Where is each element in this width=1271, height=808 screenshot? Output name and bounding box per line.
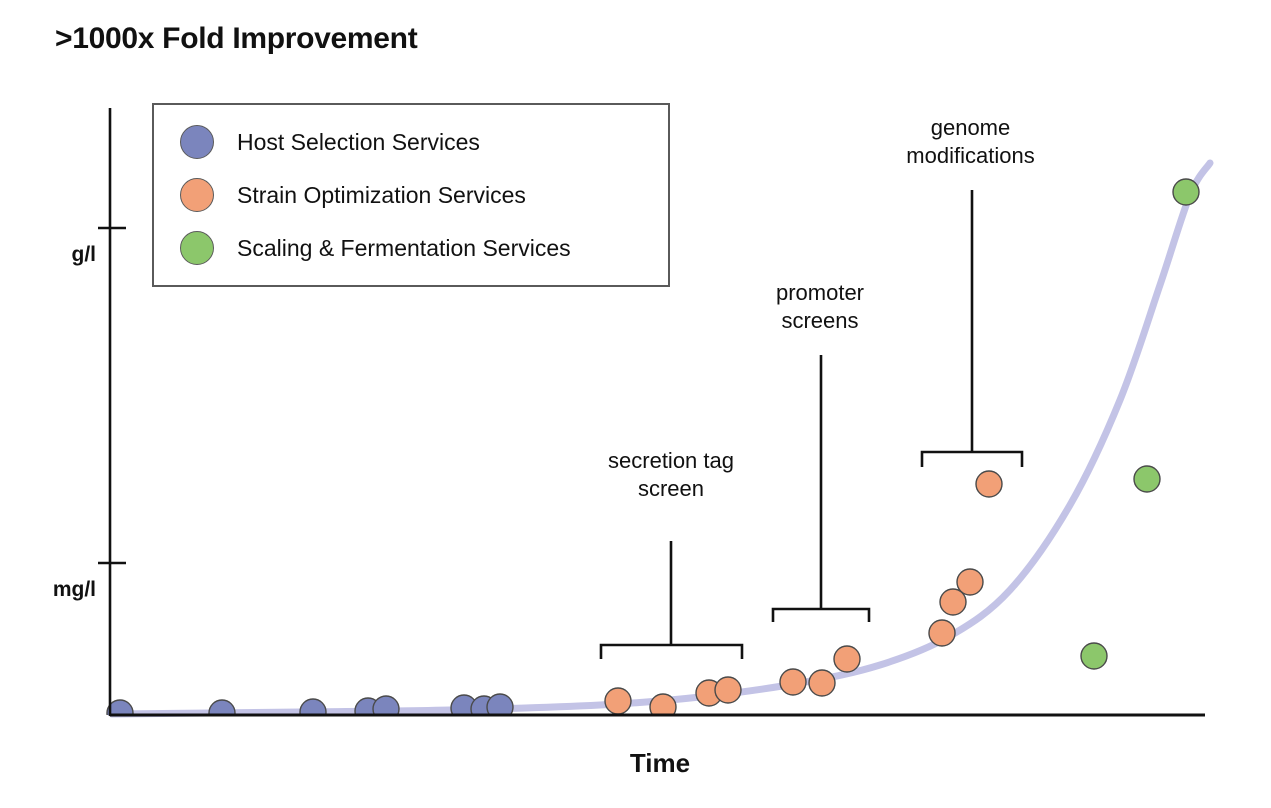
legend-marker-icon xyxy=(180,125,214,159)
data-point xyxy=(372,695,400,715)
annotation-brackets-group xyxy=(599,190,1024,659)
data-point xyxy=(808,669,836,697)
data-point xyxy=(975,470,1003,498)
y-tick-label-mgl: mg/l xyxy=(52,578,96,601)
legend: Host Selection Services Strain Optimizat… xyxy=(152,103,670,287)
legend-item-scaling-fermentation[interactable]: Scaling & Fermentation Services xyxy=(180,228,571,268)
data-point xyxy=(299,698,327,715)
data-point xyxy=(833,645,861,673)
data-point xyxy=(486,693,514,715)
data-point xyxy=(208,699,236,715)
x-axis-title: Time xyxy=(629,748,691,778)
annotation-bracket xyxy=(771,607,871,622)
data-points-group xyxy=(106,178,1200,715)
data-point xyxy=(939,588,967,616)
data-point xyxy=(604,687,632,715)
legend-item-label: Scaling & Fermentation Services xyxy=(237,234,571,261)
annotation-label-secretion-tag-screen: secretion tag screen xyxy=(608,448,734,502)
data-point xyxy=(1133,465,1161,493)
data-point xyxy=(714,676,742,704)
y-tick-label-gl: g/l xyxy=(71,243,97,266)
data-point xyxy=(1172,178,1200,206)
trend-curve xyxy=(108,159,1214,718)
annotation-label-promoter-screens: promoter screens xyxy=(775,280,865,334)
legend-item-strain-optimization[interactable]: Strain Optimization Services xyxy=(180,175,526,215)
legend-marker-icon xyxy=(180,231,214,265)
axes-group xyxy=(98,108,1205,717)
data-point xyxy=(649,693,677,715)
annotation-bracket xyxy=(920,450,1024,467)
legend-item-host-selection[interactable]: Host Selection Services xyxy=(180,122,480,162)
data-point xyxy=(106,699,134,715)
data-point xyxy=(956,568,984,596)
legend-item-label: Host Selection Services xyxy=(237,128,480,155)
page-title: >1000x Fold Improvement xyxy=(55,22,418,55)
data-point xyxy=(1080,642,1108,670)
data-point xyxy=(779,668,807,696)
legend-item-label: Strain Optimization Services xyxy=(237,181,526,208)
annotation-bracket xyxy=(599,643,744,659)
data-point xyxy=(928,619,956,647)
trend-curve-group xyxy=(108,159,1214,718)
legend-marker-icon xyxy=(180,178,214,212)
annotation-label-genome-modifications: genome modifications xyxy=(906,115,1035,169)
